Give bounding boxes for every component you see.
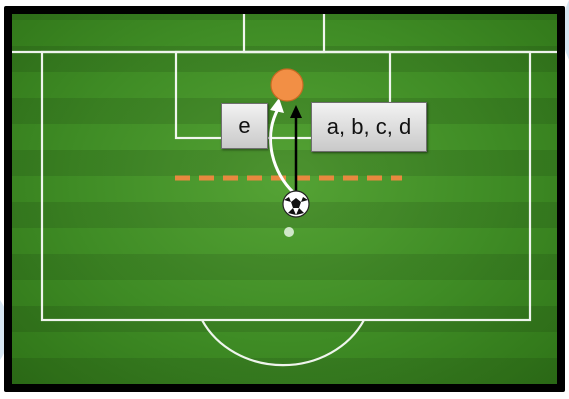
soccer-pitch: e a, b, c, d [12,14,557,384]
penalty-spot [284,227,294,237]
straight-arrowhead [290,105,302,118]
goal [244,14,324,52]
label-box-abcd: a, b, c, d [311,102,427,152]
diagram-frame: e a, b, c, d [4,6,565,392]
label-abcd-text: a, b, c, d [327,114,411,140]
player-circle [271,69,303,101]
label-e-text: e [238,113,250,139]
soccer-ball-icon [283,191,309,217]
label-box-e: e [221,103,268,149]
penalty-arc [202,320,364,365]
